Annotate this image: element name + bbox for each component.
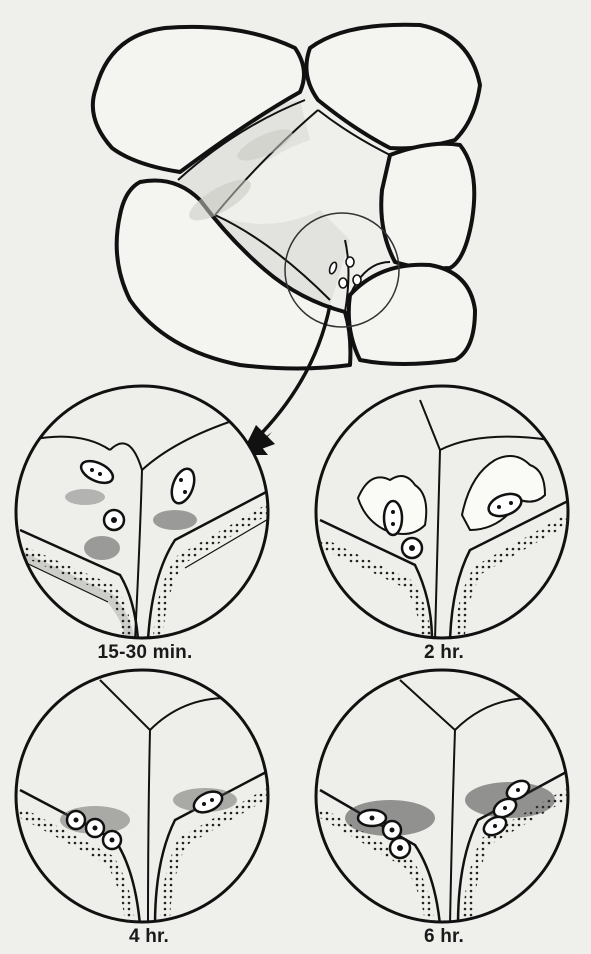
stage-circle-6-hr bbox=[316, 670, 570, 925]
cell-bottom-right bbox=[349, 265, 475, 364]
cell-ring-diagram bbox=[93, 25, 480, 369]
cell-top-right bbox=[306, 25, 480, 149]
stage-circle-2-hr bbox=[316, 386, 570, 640]
stage-label-15-30-min: 15-30 min. bbox=[65, 642, 225, 664]
stage-circle-15-30-min bbox=[16, 386, 270, 640]
stage-label-6-hr: 6 hr. bbox=[364, 926, 524, 948]
stage-label-4-hr: 4 hr. bbox=[69, 926, 229, 948]
stage-label-2-hr: 2 hr. bbox=[364, 642, 524, 664]
stage-circle-4-hr bbox=[16, 670, 270, 925]
